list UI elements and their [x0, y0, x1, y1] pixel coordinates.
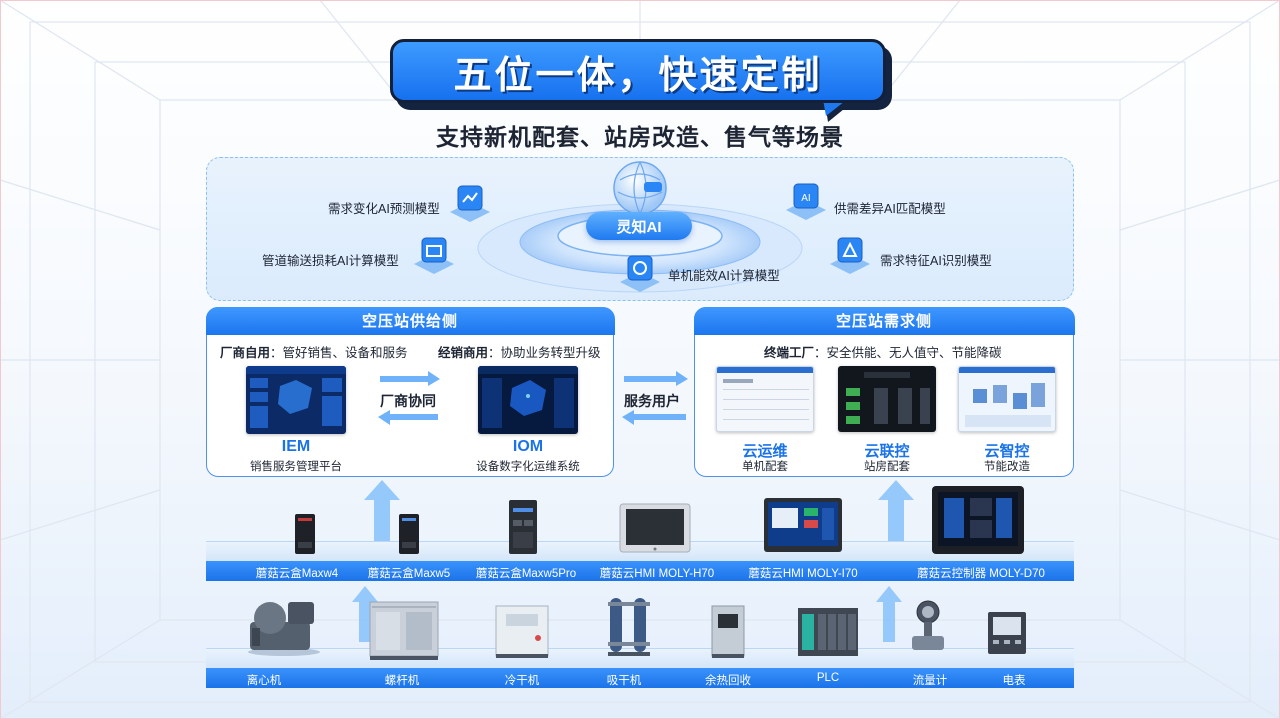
iem-screenshot: [246, 366, 346, 434]
gateway-bar: [206, 561, 1074, 581]
dealer-use-key: 经销商用: [438, 346, 489, 360]
equipment-heat-recovery: [711, 605, 745, 658]
equipment-plc: [798, 608, 858, 656]
title-bubble: 五位一体，快速定制: [390, 39, 886, 103]
gateway-label-moly-h70: 蘑菇云HMI MOLY-H70: [599, 568, 715, 580]
iom-desc: 设备数字化运维系统: [476, 461, 580, 473]
ai-model-demand-feature: 需求特征AI识别模型: [880, 254, 992, 268]
iem-name: IEM: [281, 438, 311, 455]
ai-core-badge: 灵知AI: [586, 212, 692, 240]
terminal-factory-key: 终端工厂: [764, 346, 815, 360]
cloud-ops-ui-graphic: [717, 367, 813, 420]
equipment-label-flowmeter: 流量计: [912, 675, 948, 687]
gateway-label-maxw5pro: 蘑菇云盒Maxw5Pro: [475, 568, 577, 580]
terminal-factory-text: 终端工厂：安全供能、无人值守、节能降碳: [764, 342, 1002, 361]
cloud-ops-screenshot: [716, 366, 814, 432]
ai-model-demand-forecast: 需求变化AI预测模型: [328, 202, 440, 216]
collab-label: 厂商协同: [380, 393, 436, 409]
ai-model-supply-match: 供需差异AI匹配模型: [834, 202, 946, 216]
ai-model-pipeline-loss: 管道输送损耗AI计算模型: [262, 254, 399, 268]
equipment-label-screw: 螺杆机: [384, 675, 420, 687]
iom-name: IOM: [512, 438, 544, 455]
up-arrow-right-lower: [876, 586, 902, 642]
ai-model-unit-efficiency: 单机能效AI计算模型: [668, 269, 780, 283]
cloud-smart-ui-graphic: [959, 367, 1055, 427]
gateway-label-moly-d70: 蘑菇云控制器 MOLY-D70: [917, 568, 1045, 580]
up-arrow-right-upper: [878, 480, 914, 558]
manufacturer-use-key: 厂商自用: [220, 346, 271, 360]
equipment-screw: [369, 601, 439, 660]
page-subtitle: 支持新机配套、站房改造、售气等场景: [436, 124, 844, 150]
pipeline-model-icon: [414, 237, 454, 274]
manufacturer-use-desc: ：管好销售、设备和服务: [270, 346, 408, 360]
device-moly-i70: [764, 498, 842, 552]
iom-screenshot: [478, 366, 578, 434]
supply-side-title: 空压站供给侧: [205, 306, 615, 335]
collab-arrows: [378, 371, 440, 425]
equipment-power-meter: [988, 612, 1026, 654]
manufacturer-use-text: 厂商自用：管好销售、设备和服务: [220, 342, 408, 361]
equipment-bar: [206, 668, 1074, 688]
up-arrow-left-upper: [364, 480, 400, 558]
equipment-label-refrigerated-dryer: 冷干机: [504, 675, 540, 687]
product-cloud-smart-name: 云智控: [984, 443, 1030, 460]
equipment-refrigerated-dryer: [495, 605, 549, 658]
device-moly-h70: [619, 503, 691, 553]
dealer-use-text: 经销商用：协助业务转型升级: [438, 342, 601, 361]
product-cloud-ops-desc: 单机配套: [742, 461, 788, 473]
dealer-use-desc: ：协助业务转型升级: [488, 346, 601, 360]
device-moly-d70: [932, 486, 1024, 554]
service-users-label: 服务用户: [624, 393, 680, 409]
up-arrow-left-lower: [352, 586, 378, 642]
brain-globe-icon: [613, 161, 667, 215]
equipment-adsorption-dryer: [608, 598, 650, 656]
forecast-model-icon: [450, 185, 490, 222]
iem-desc: 销售服务管理平台: [250, 461, 342, 473]
iem-dashboard-graphic: [246, 366, 346, 428]
gateway-label-moly-i70: 蘑菇云HMI MOLY-I70: [748, 568, 858, 580]
equipment-label-centrifugal: 离心机: [246, 675, 282, 687]
cloud-link-screenshot: [838, 366, 936, 432]
cloud-smart-screenshot: [958, 366, 1056, 432]
product-cloud-link-name: 云联控: [864, 443, 910, 460]
device-maxw5pro: [509, 500, 537, 554]
equipment-label-power-meter: 电表: [1002, 675, 1026, 687]
cloud-link-ui-graphic: [846, 372, 930, 424]
service-users-arrows: [622, 371, 688, 425]
iom-dashboard-graphic: [478, 366, 578, 428]
product-cloud-link-desc: 站房配套: [864, 461, 910, 473]
equipment-label-adsorption-dryer: 吸干机: [606, 675, 642, 687]
efficiency-model-icon: [620, 255, 660, 292]
device-maxw4: [295, 514, 315, 554]
equipment-flowmeter: [912, 600, 944, 650]
feature-model-icon: [830, 237, 870, 274]
product-cloud-smart-desc: 节能改造: [984, 461, 1030, 473]
equipment-label-plc: PLC: [816, 672, 840, 684]
product-cloud-ops-name: 云运维: [742, 443, 788, 460]
device-maxw5: [399, 514, 419, 554]
page-title: 五位一体，快速定制: [453, 54, 823, 97]
terminal-factory-desc: ：安全供能、无人值守、节能降碳: [814, 346, 1002, 360]
supply-match-model-icon: AI: [786, 183, 826, 220]
supply-match-icon-text: AI: [801, 193, 810, 204]
equipment-label-heat-recovery: 余热回收: [705, 675, 751, 687]
gateway-label-maxw5: 蘑菇云盒Maxw5: [367, 568, 451, 580]
gateway-label-maxw4: 蘑菇云盒Maxw4: [255, 568, 339, 580]
equipment-centrifugal: [248, 602, 320, 656]
demand-side-title: 空压站需求侧: [693, 306, 1075, 335]
